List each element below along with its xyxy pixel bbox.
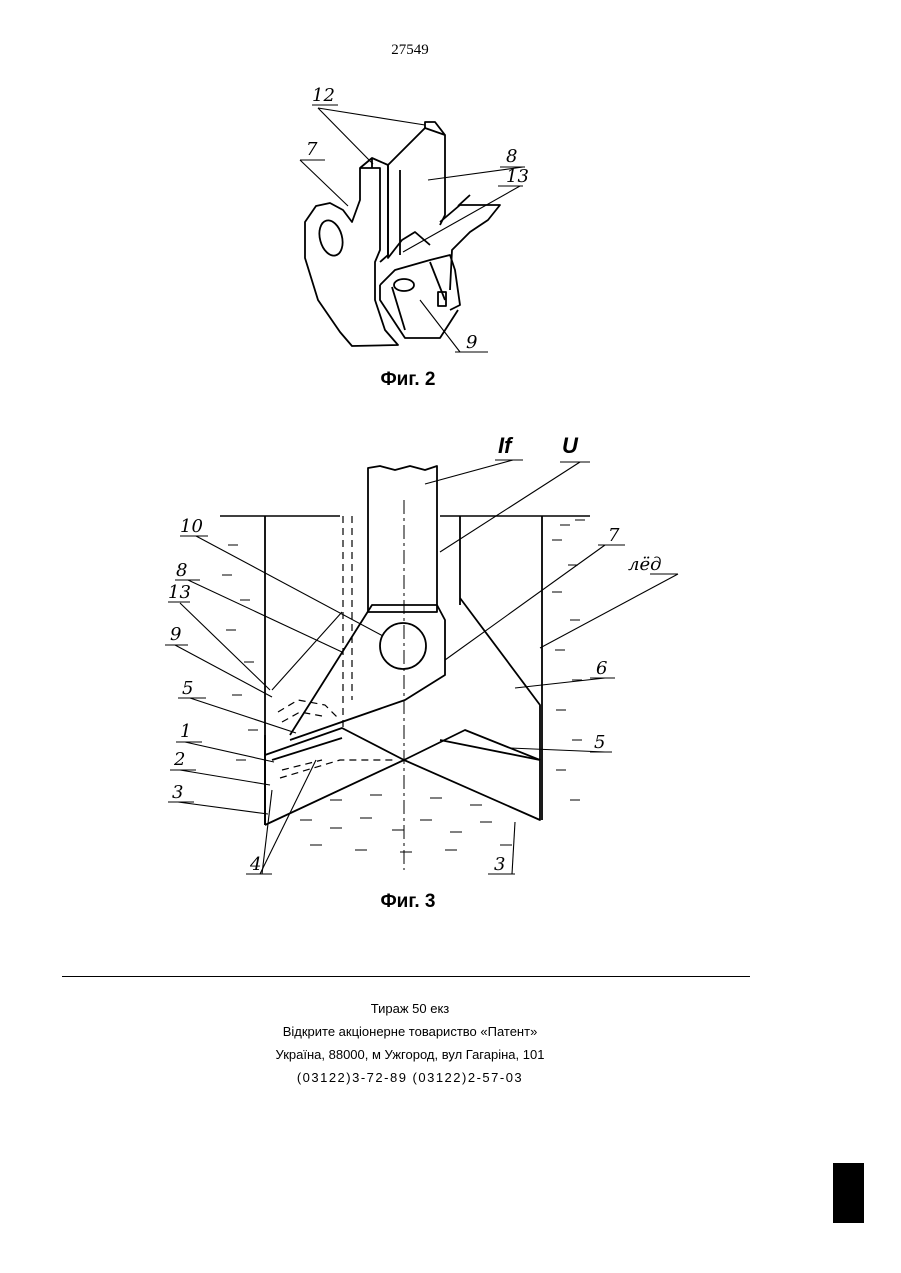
fig3-label-If: If bbox=[498, 433, 514, 458]
fig3-lever bbox=[290, 605, 445, 740]
fig3-label-1: 1 bbox=[180, 721, 191, 742]
fig3-label-3-right: 3 bbox=[494, 854, 505, 875]
fig3-label-8: 8 bbox=[176, 560, 187, 581]
fig3-shaft bbox=[368, 466, 437, 612]
fig3-label-ice: лёд bbox=[628, 554, 662, 575]
fig3-label-4: 4 bbox=[249, 854, 261, 875]
fig3-label-5-right: 5 bbox=[594, 732, 605, 753]
fig3-label-5-left: 5 bbox=[182, 678, 193, 699]
footer-address: Україна, 88000, м Ужгород, вул Гагаріна,… bbox=[0, 1047, 820, 1062]
fig3-label-10: 10 bbox=[180, 516, 203, 537]
footer-publisher: Відкрите акціонерне товариство «Патент» bbox=[0, 1024, 820, 1039]
footer-phones: (03122)3-72-89 (03122)2-57-03 bbox=[0, 1070, 820, 1085]
fig3-label-2: 2 bbox=[173, 749, 185, 770]
fig3-pivot bbox=[380, 623, 426, 669]
fig3-blade-right bbox=[404, 730, 540, 820]
fig3-label-9: 9 bbox=[170, 624, 181, 645]
fig3-label-U: U bbox=[562, 433, 579, 458]
edge-marker-block bbox=[833, 1163, 864, 1223]
fig3-label-7: 7 bbox=[608, 525, 620, 546]
fig3-right-plate bbox=[460, 598, 540, 760]
figure-3-caption: Фиг. 3 bbox=[308, 891, 508, 913]
footer-circulation: Тираж 50 екз bbox=[0, 1001, 820, 1016]
figure-3-drawing: If U 10 8 13 9 5 1 2 3 4 7 лёд 6 5 3 bbox=[0, 0, 901, 900]
fig3-label-6: 6 bbox=[596, 658, 607, 679]
fig3-label-3-left: 3 bbox=[172, 782, 183, 803]
footer-divider bbox=[62, 976, 750, 977]
fig3-label-13: 13 bbox=[168, 582, 191, 603]
